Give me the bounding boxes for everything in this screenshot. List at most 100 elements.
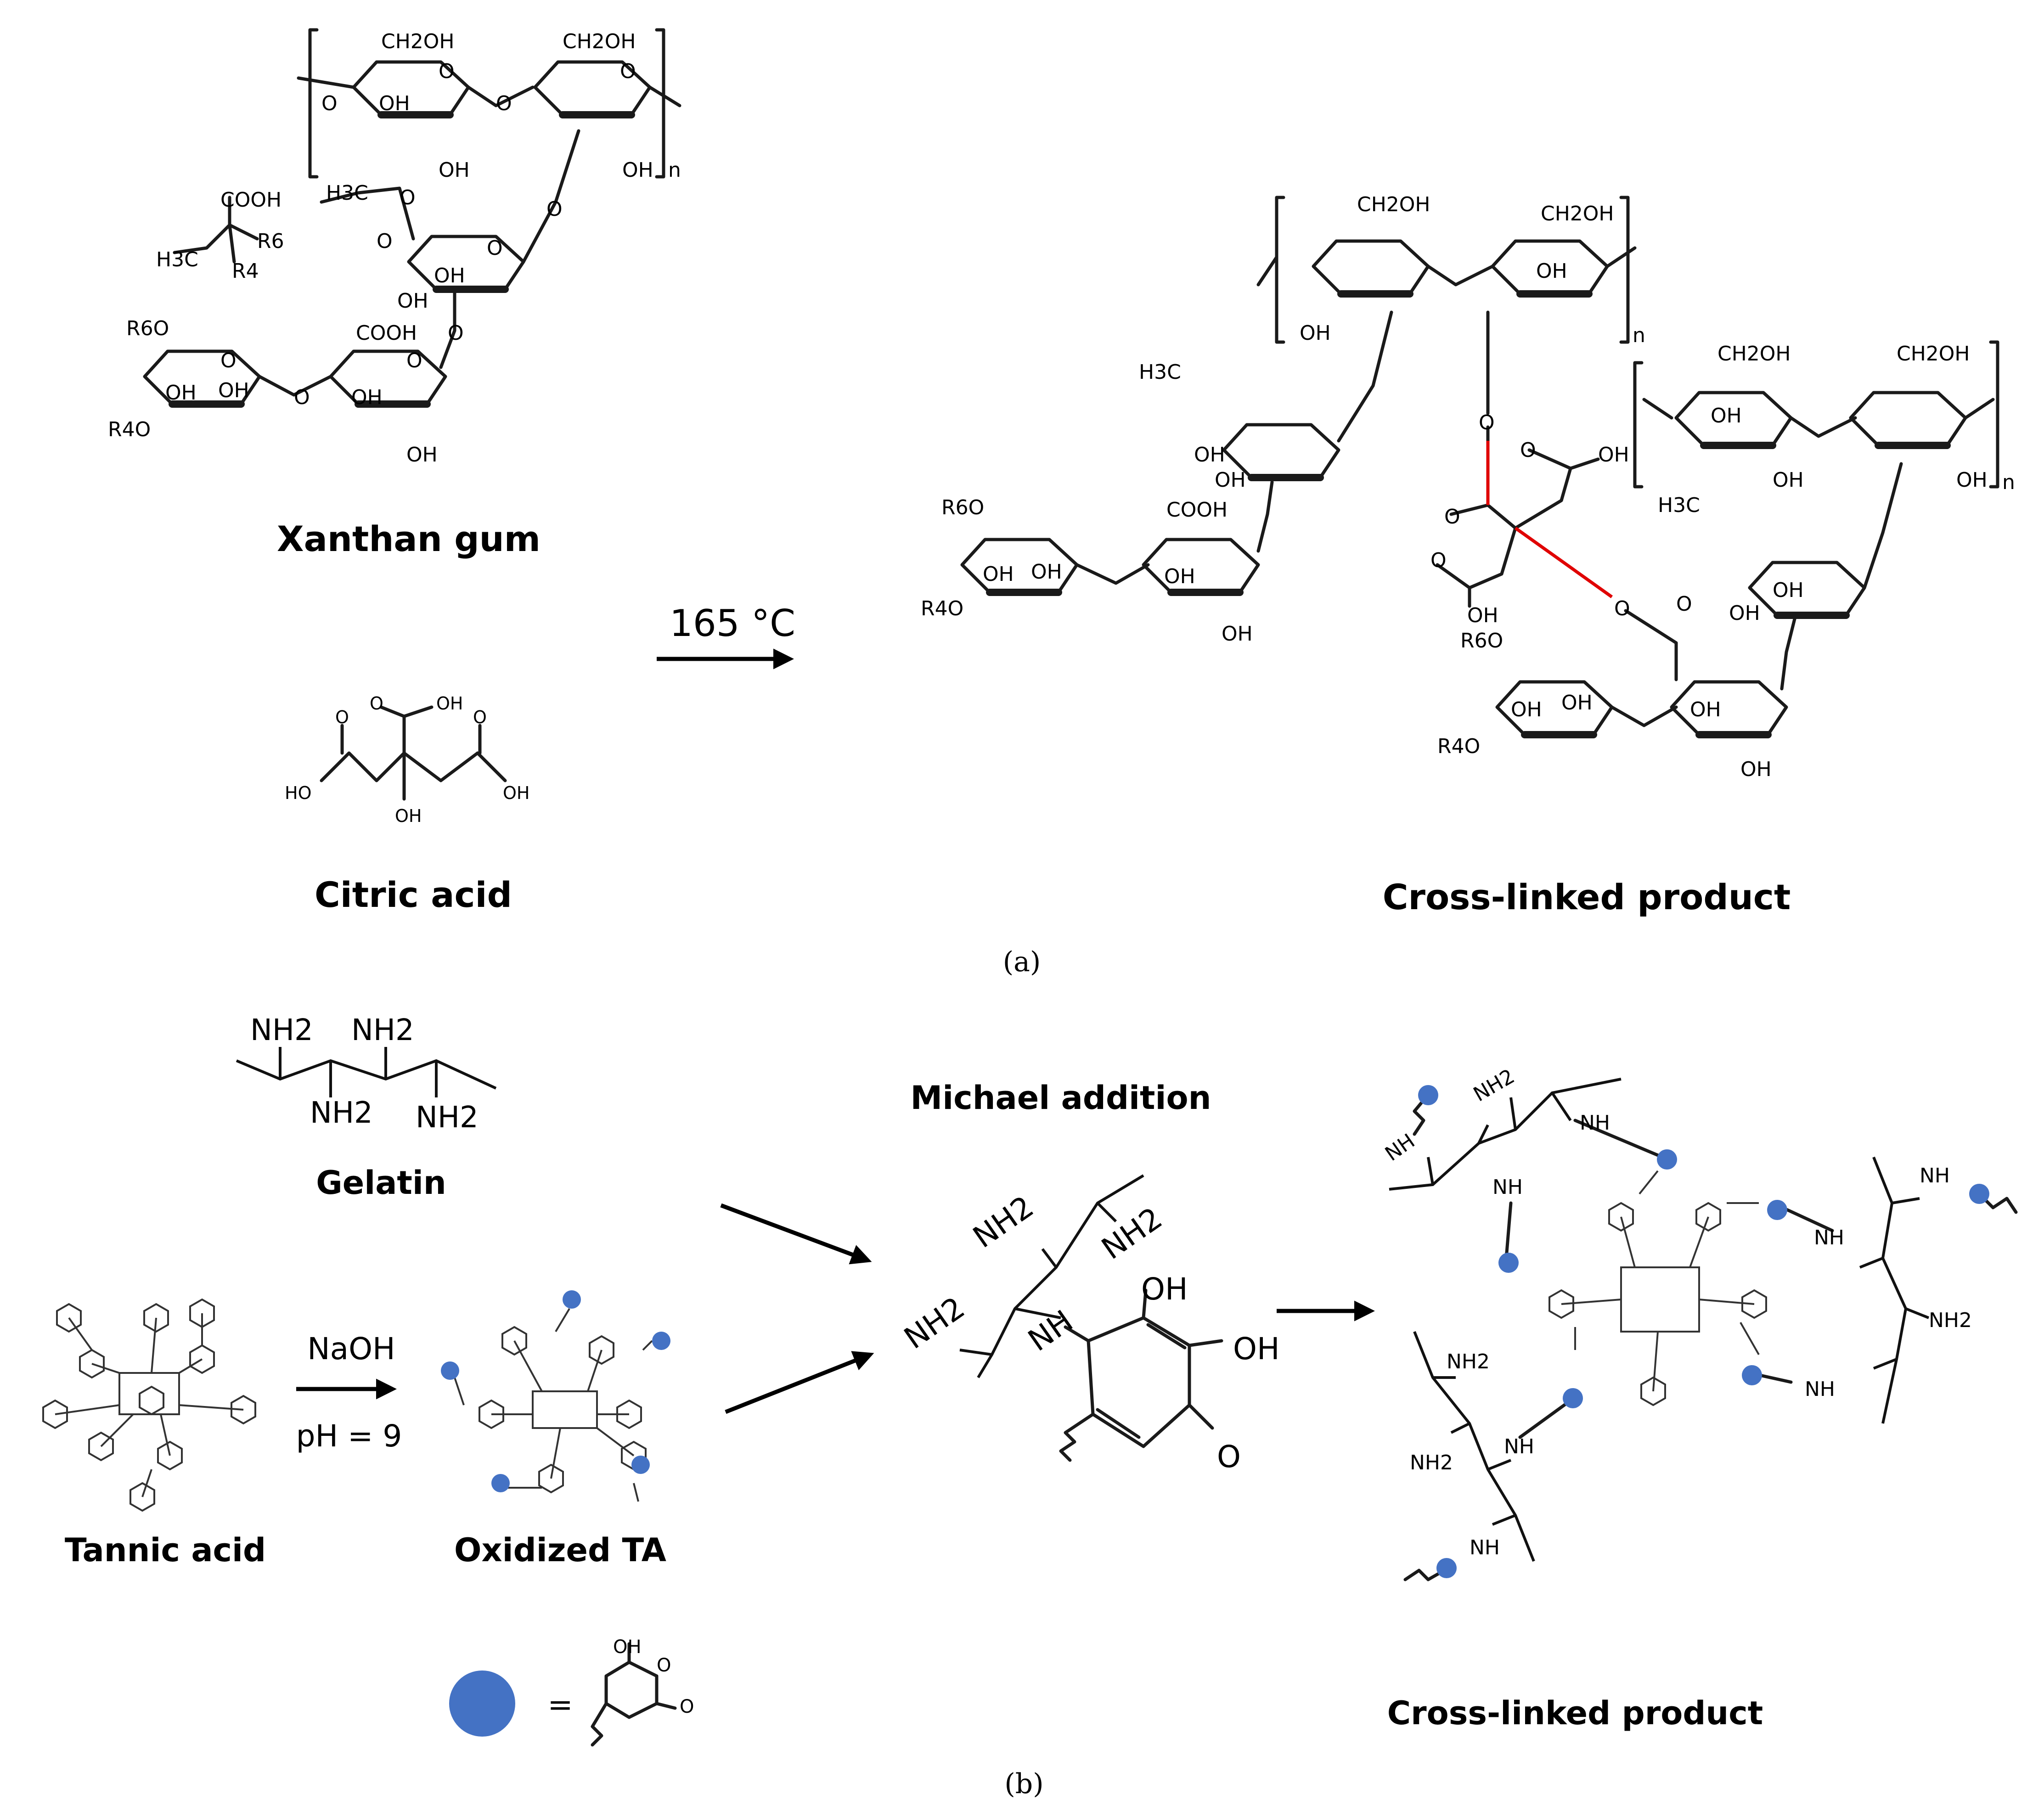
panel-b-caption: (b): [1004, 1768, 1043, 1800]
atom-label: OH: [1561, 691, 1593, 714]
atom-label: OH: [613, 1637, 642, 1658]
ta-to-adduct-arrow: [725, 1351, 874, 1414]
atom-label: NH2: [1929, 1309, 1972, 1332]
reagent-label: NaOH: [307, 1331, 395, 1367]
oxidized-ta-label: Oxidized TA: [454, 1531, 666, 1569]
atom-label: OH: [1164, 565, 1195, 588]
atom-label: COOH: [356, 321, 417, 345]
atom-label: O: [473, 707, 487, 727]
atom-label: OH: [503, 783, 529, 803]
crosslink-marker-dot: [1767, 1200, 1787, 1220]
atom-label: OH: [622, 158, 653, 182]
xanthan-atom-labels: CH2OH CH2OH OH OH OH n O O O O O H3C O O…: [108, 30, 681, 467]
atom-label: O: [657, 1655, 671, 1676]
atom-label: CH2OH: [381, 30, 455, 53]
atom-label: OH: [406, 443, 438, 467]
atom-label: H3C: [156, 248, 198, 271]
atom-label: NH2: [250, 1013, 313, 1047]
atom-label: CH2OH: [563, 30, 636, 53]
panel-a: CH2OH CH2OH OH OH OH n O O O O O H3C O O…: [108, 28, 2015, 978]
atom-label: OH: [1233, 1331, 1280, 1367]
atom-label: O: [377, 230, 393, 253]
atom-label: n: [1633, 324, 1645, 347]
crosslink-marker-dot: [1418, 1085, 1438, 1105]
atom-label: OH: [1711, 404, 1742, 427]
atom-label: NH2: [351, 1013, 414, 1047]
crosslinked-a-atom-labels: CH2OH CH2OH OH OH n O O O OH O OH O O H3…: [921, 193, 2015, 781]
atom-label: OH: [1222, 622, 1253, 646]
atom-label: n: [668, 158, 681, 182]
crosslink-marker-dot: [563, 1290, 581, 1309]
atom-label: O: [1444, 505, 1460, 529]
atom-label: OH: [218, 379, 249, 402]
atom-label: O: [370, 693, 383, 714]
atom-label: R6O: [941, 496, 984, 519]
oxidized-ta-structure: [454, 1308, 653, 1502]
crosslinked-product-b-label: Cross-linked product: [1387, 1694, 1763, 1732]
atom-label: COOH: [1166, 498, 1228, 522]
atom-label: R4: [232, 259, 259, 283]
crosslink-marker-dot: [1969, 1184, 1989, 1204]
atom-label: CH2OH: [1897, 342, 1970, 366]
atom-label: O: [1614, 597, 1630, 620]
gelatin-atom-labels: NH2 NH2 NH2 NH2: [250, 1013, 479, 1135]
atom-label: OH: [1141, 1271, 1188, 1307]
atom-label: OH: [1956, 468, 1988, 492]
atom-label: NH2: [967, 1189, 1040, 1255]
gelatin-to-adduct-arrow: [720, 1203, 872, 1265]
atom-label: O: [487, 236, 503, 260]
atom-label: OH: [1511, 698, 1542, 721]
atom-label: OH: [1215, 468, 1246, 492]
atom-label: R6: [257, 230, 284, 253]
atom-label: O: [680, 1696, 694, 1717]
crosslink-marker-dot: [631, 1456, 650, 1474]
atom-label: O: [1520, 439, 1536, 462]
atom-label: OH: [1690, 698, 1721, 721]
atom-label: OH: [434, 264, 465, 287]
michael-adduct-atom-labels: NH2 NH2 NH2 NH OH OH O: [898, 1189, 1280, 1474]
atom-label: NH2: [416, 1101, 479, 1135]
atom-label: COOH: [220, 188, 282, 212]
crosslink-marker-dot: [1742, 1365, 1762, 1385]
gelatin-label: Gelatin: [316, 1164, 446, 1202]
atom-label: NH: [1492, 1175, 1523, 1199]
atom-label: R6O: [126, 317, 169, 340]
atom-label: H3C: [1658, 494, 1700, 517]
gelatin-structure: [236, 1047, 497, 1097]
atom-label: NH: [1805, 1378, 1835, 1401]
atom-label: OH: [1773, 468, 1804, 492]
atom-label: OH: [1031, 560, 1062, 584]
atom-label: O: [1217, 1439, 1241, 1474]
atom-label: O: [448, 321, 464, 345]
crosslink-marker-dot: [1563, 1388, 1583, 1408]
atom-label: R4O: [921, 597, 963, 620]
atom-label: OH: [1729, 602, 1760, 625]
atom-label: OH: [1194, 443, 1225, 467]
atom-label: OH: [1773, 579, 1804, 602]
crosslink-marker-dot: [441, 1361, 459, 1380]
atom-label: O: [496, 92, 512, 115]
citric-acid-label: Citric acid: [315, 874, 512, 915]
atom-label: O: [1676, 592, 1692, 616]
citric-atom-labels: HO O O OH O OH OH: [285, 693, 529, 826]
atom-label: OH: [436, 693, 463, 714]
crosslink-marker-dot: [1657, 1149, 1677, 1170]
atom-label: NH: [1504, 1435, 1534, 1458]
atom-label: NH: [1470, 1536, 1500, 1559]
atom-label: CH2OH: [1717, 342, 1791, 366]
atom-label: O: [1479, 411, 1495, 434]
crosslinked-network-structure: [1389, 1078, 2018, 1581]
atom-label: OH: [1536, 259, 1567, 283]
atom-label: OH: [1467, 604, 1498, 627]
atom-label: OH: [395, 806, 422, 826]
atom-label: O: [439, 60, 455, 83]
atom-label: H3C: [1139, 360, 1181, 384]
atom-label: O: [620, 60, 636, 83]
crosslink-marker-dot: [491, 1474, 510, 1492]
atom-label: NH2: [310, 1096, 373, 1130]
atom-label: OH: [1300, 321, 1331, 345]
michael-addition-label: Michael addition: [911, 1079, 1211, 1117]
atom-label: NH: [1920, 1164, 1950, 1187]
atom-label: O: [1430, 549, 1447, 572]
